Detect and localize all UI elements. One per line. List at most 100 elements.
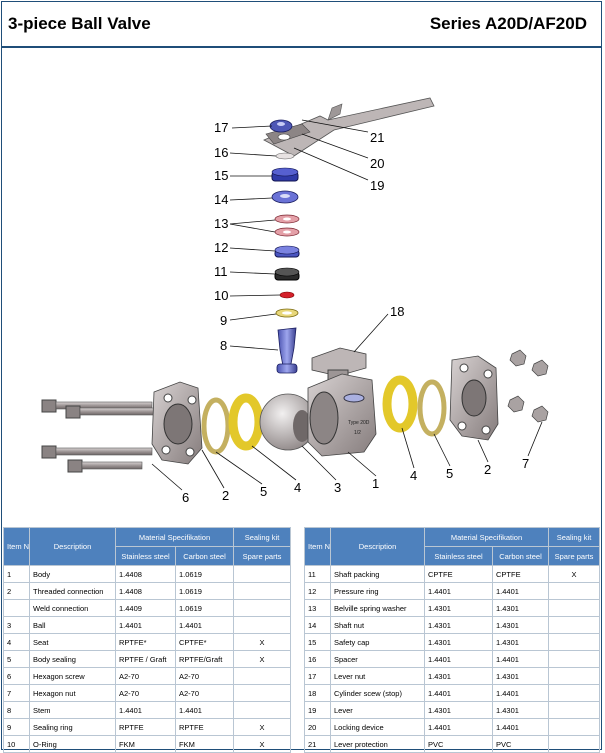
description-cell: Body [29,565,116,583]
col-carbon: Carbon steel [491,546,550,566]
callout-14: 14 [214,192,228,207]
callout-13: 13 [214,216,228,231]
stainless-cell: RPTFE [115,718,176,736]
body-sealing-right [417,379,447,437]
item-nr-cell [3,599,30,617]
callout-12: 12 [214,240,228,255]
carbon-cell: 1.4401 [491,684,550,702]
seat-left [228,393,264,451]
stainless-cell: A2-70 [115,684,176,702]
col-sealing-kit: Sealing kit [233,527,292,547]
carbon-cell: CPTFE [491,565,550,583]
spare-cell [548,633,601,651]
stainless-cell: PVC [424,735,493,753]
item-nr-cell: 12 [304,582,331,600]
callout-7: 7 [522,456,529,471]
stainless-cell: A2-70 [115,667,176,685]
callout-4-right: 4 [410,468,417,483]
carbon-cell: 1.4401 [174,616,235,634]
spare-cell [233,616,292,634]
col-item-nr: Item Nr. [3,527,30,566]
item-nr-cell: 6 [3,667,30,685]
callout-3: 3 [334,480,341,495]
stainless-cell: FKM [115,735,176,753]
callout-15: 15 [214,168,228,183]
carbon-cell: 1.0619 [174,565,235,583]
stainless-cell: 1.4301 [424,701,493,719]
stainless-cell: 1.4401 [424,650,493,668]
carbon-cell: CPTFE* [174,633,235,651]
callout-20: 20 [370,156,384,171]
spare-cell [233,701,292,719]
col-spare: Spare parts [233,546,292,566]
carbon-cell: RPTFE [174,718,235,736]
item-nr-cell: 10 [3,735,30,753]
col-stainless: Stainless steel [424,546,493,566]
description-cell: Cylinder scew (stop) [330,684,425,702]
description-cell: Seat [29,633,116,651]
description-cell: Spacer [330,650,425,668]
col-material: Material Specifikation [423,527,550,547]
spare-cell [548,735,601,753]
lever-assembly [263,97,435,157]
parts-table-left: Item Nr. Description Material Specifikat… [3,527,292,753]
end-connection-right [449,355,499,441]
carbon-cell: A2-70 [174,684,235,702]
callout-21: 21 [370,130,384,145]
description-cell: Lever protection [330,735,425,753]
item-nr-cell: 9 [3,718,30,736]
page-header: 3-piece Ball Valve Series A20D/AF20D [2,2,601,48]
callout-5-left: 5 [260,484,267,499]
spare-cell: X [233,633,292,651]
callout-5-right: 5 [446,466,453,481]
carbon-cell: 1.4401 [174,701,235,719]
stainless-cell: RPTFE* [115,633,176,651]
spare-cell [233,667,292,685]
stainless-cell: 1.4401 [424,684,493,702]
item-nr-cell: 3 [3,616,30,634]
callout-11: 11 [214,264,228,279]
carbon-cell: PVC [491,735,550,753]
spare-cell [548,650,601,668]
description-cell: Safety cap [330,633,425,651]
description-cell: Shaft packing [330,565,425,583]
carbon-cell: 1.4401 [491,582,550,600]
stainless-cell: 1.4401 [424,718,493,736]
description-cell: Belville spring washer [330,599,425,617]
spare-cell [548,582,601,600]
description-cell: Body sealing [29,650,116,668]
callout-16: 16 [214,145,228,160]
exploded-view-drawing: Type 20D 1/2 [2,48,601,526]
spare-cell [548,616,601,634]
description-cell: Weld connection [29,599,116,617]
item-nr-cell: 7 [3,684,30,702]
spare-cell [548,684,601,702]
carbon-cell: RPTFE/Graft [174,650,235,668]
carbon-cell: 1.4401 [491,718,550,736]
col-description: Description [29,527,116,566]
col-spare: Spare parts [548,546,601,566]
callout-numbers: 17 16 15 14 13 12 11 10 9 8 21 20 19 18 … [182,120,529,505]
callout-1: 1 [372,476,379,491]
stem-parts-stack [269,119,300,374]
carbon-cell: FKM [174,735,235,753]
callout-2-left: 2 [222,488,229,503]
description-cell: Pressure ring [330,582,425,600]
stainless-cell: 1.4408 [115,565,176,583]
spare-cell: X [548,565,601,583]
description-cell: Locking device [330,718,425,736]
carbon-cell: 1.4301 [491,616,550,634]
body-sealing-left [201,397,231,455]
body-marking-type: Type 20D [348,420,370,426]
spare-cell [233,565,292,583]
